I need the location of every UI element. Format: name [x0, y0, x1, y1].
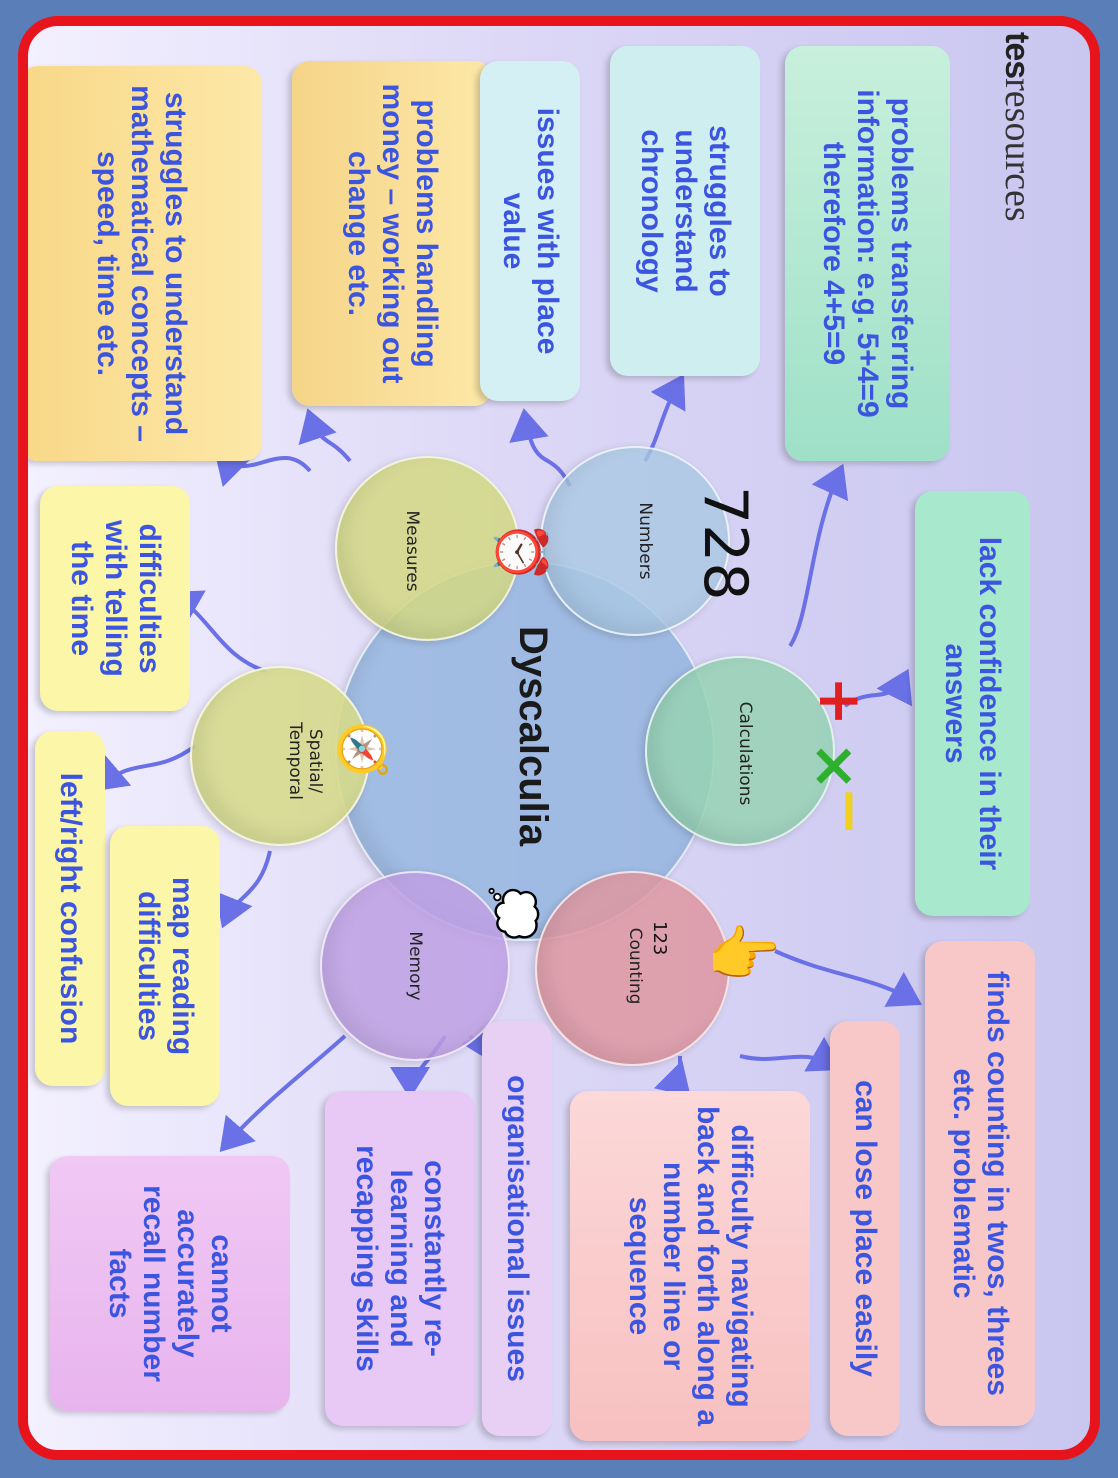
arrow-numbers-place-value: [509, 408, 572, 487]
numbers-label: Numbers: [635, 502, 655, 580]
box-lose-place: can lose place easily: [830, 1021, 900, 1436]
box-left-right: left/right confusion: [35, 731, 105, 1086]
tes-logo: tesresources: [996, 32, 1040, 222]
plus-icon: +: [805, 676, 875, 727]
clock-icon: ⏰: [492, 521, 550, 584]
counting-glyph: 123: [649, 921, 670, 956]
center-title: Dyscalculia: [511, 626, 555, 847]
arrow-counting-twos: [774, 949, 922, 1007]
tes-logo-mark: tes: [998, 32, 1036, 79]
box-transferring: problems transferring information: e.g. …: [785, 46, 950, 461]
thinking-icon: 💭: [488, 886, 539, 941]
calculations-label: Calculations: [735, 701, 755, 806]
arrow-memory-recall: [219, 1034, 347, 1153]
spatial-label: Spatial/ Temporal: [285, 722, 325, 800]
arrow-counting-losplace: [739, 1036, 842, 1072]
box-telling-time: difficulties with telling the time: [40, 486, 190, 711]
arrow-measures-concepts: [214, 450, 312, 488]
measures-label: Measures: [402, 510, 422, 592]
poster-frame: Dyscalculia Numbers 728 Measures ⏰ Spati…: [18, 16, 1100, 1460]
box-map-reading: map reading difficulties: [110, 826, 220, 1106]
arrow-calc-transferring: [788, 463, 849, 648]
box-relearning: constantly re-learning and recapping ski…: [325, 1091, 475, 1426]
minus-icon: −: [815, 786, 885, 837]
box-chronology: struggles to understand chronology: [610, 46, 760, 376]
box-concepts: struggles to understand mathematical con…: [28, 66, 262, 461]
box-organisational: organisational issues: [482, 1021, 552, 1436]
box-recall: cannot accurately recall number facts: [50, 1156, 290, 1411]
compass-icon: 🧭: [336, 721, 390, 779]
box-place-value: issues with place value: [480, 61, 580, 401]
arrow-calc-confidence: [843, 668, 913, 708]
poster-canvas: Dyscalculia Numbers 728 Measures ⏰ Spati…: [28, 26, 1080, 1450]
numbers-glyph: 728: [690, 486, 760, 601]
arrow-spatial-map: [215, 850, 272, 929]
arrow-measures-money: [298, 408, 352, 463]
arrow-counting-numberline: [653, 1055, 691, 1097]
tes-logo-text: resources: [997, 78, 1039, 222]
pointing-hand-icon: 👆: [709, 916, 779, 991]
box-confidence: lack confidence in their answers: [915, 491, 1030, 916]
times-icon: ×: [800, 741, 870, 792]
box-number-line: difficulty navigating back and forth alo…: [570, 1091, 810, 1441]
arrow-spatial-leftright: [93, 744, 197, 792]
box-money: problems handling money – working out ch…: [292, 61, 492, 406]
memory-label: Memory: [405, 931, 425, 1001]
box-counting-twos: finds counting in twos, threes etc. prob…: [925, 941, 1035, 1426]
counting-label: Counting: [625, 927, 645, 1005]
